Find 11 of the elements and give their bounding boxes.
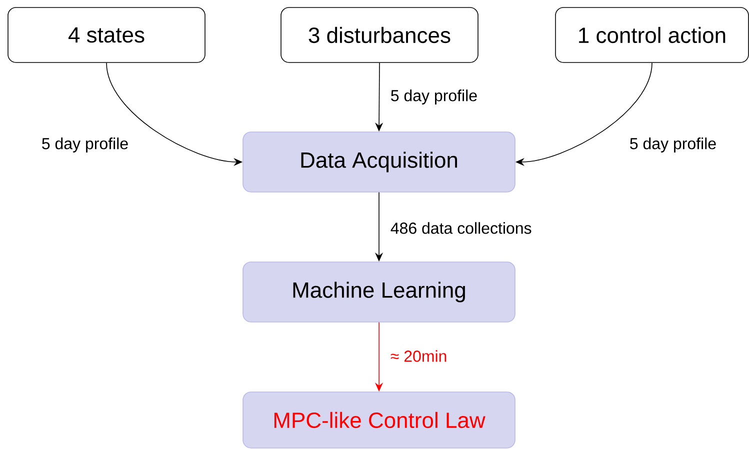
- input-box: 3 disturbances: [280, 7, 478, 63]
- edge-label: 5 day profile: [389, 88, 479, 106]
- input-box: 1 control action: [555, 7, 749, 63]
- process-box: Data Acquisition: [242, 132, 516, 192]
- process-box: MPC-like Control Law: [242, 392, 516, 448]
- edge-label: 5 day profile: [628, 136, 718, 154]
- input-box: 4 states: [8, 7, 206, 63]
- edge-label: 5 day profile: [40, 136, 130, 154]
- edge-label: 486 data collections: [389, 221, 533, 235]
- process-box: Machine Learning: [242, 262, 516, 322]
- edge-label: ≈ 20min: [389, 349, 448, 363]
